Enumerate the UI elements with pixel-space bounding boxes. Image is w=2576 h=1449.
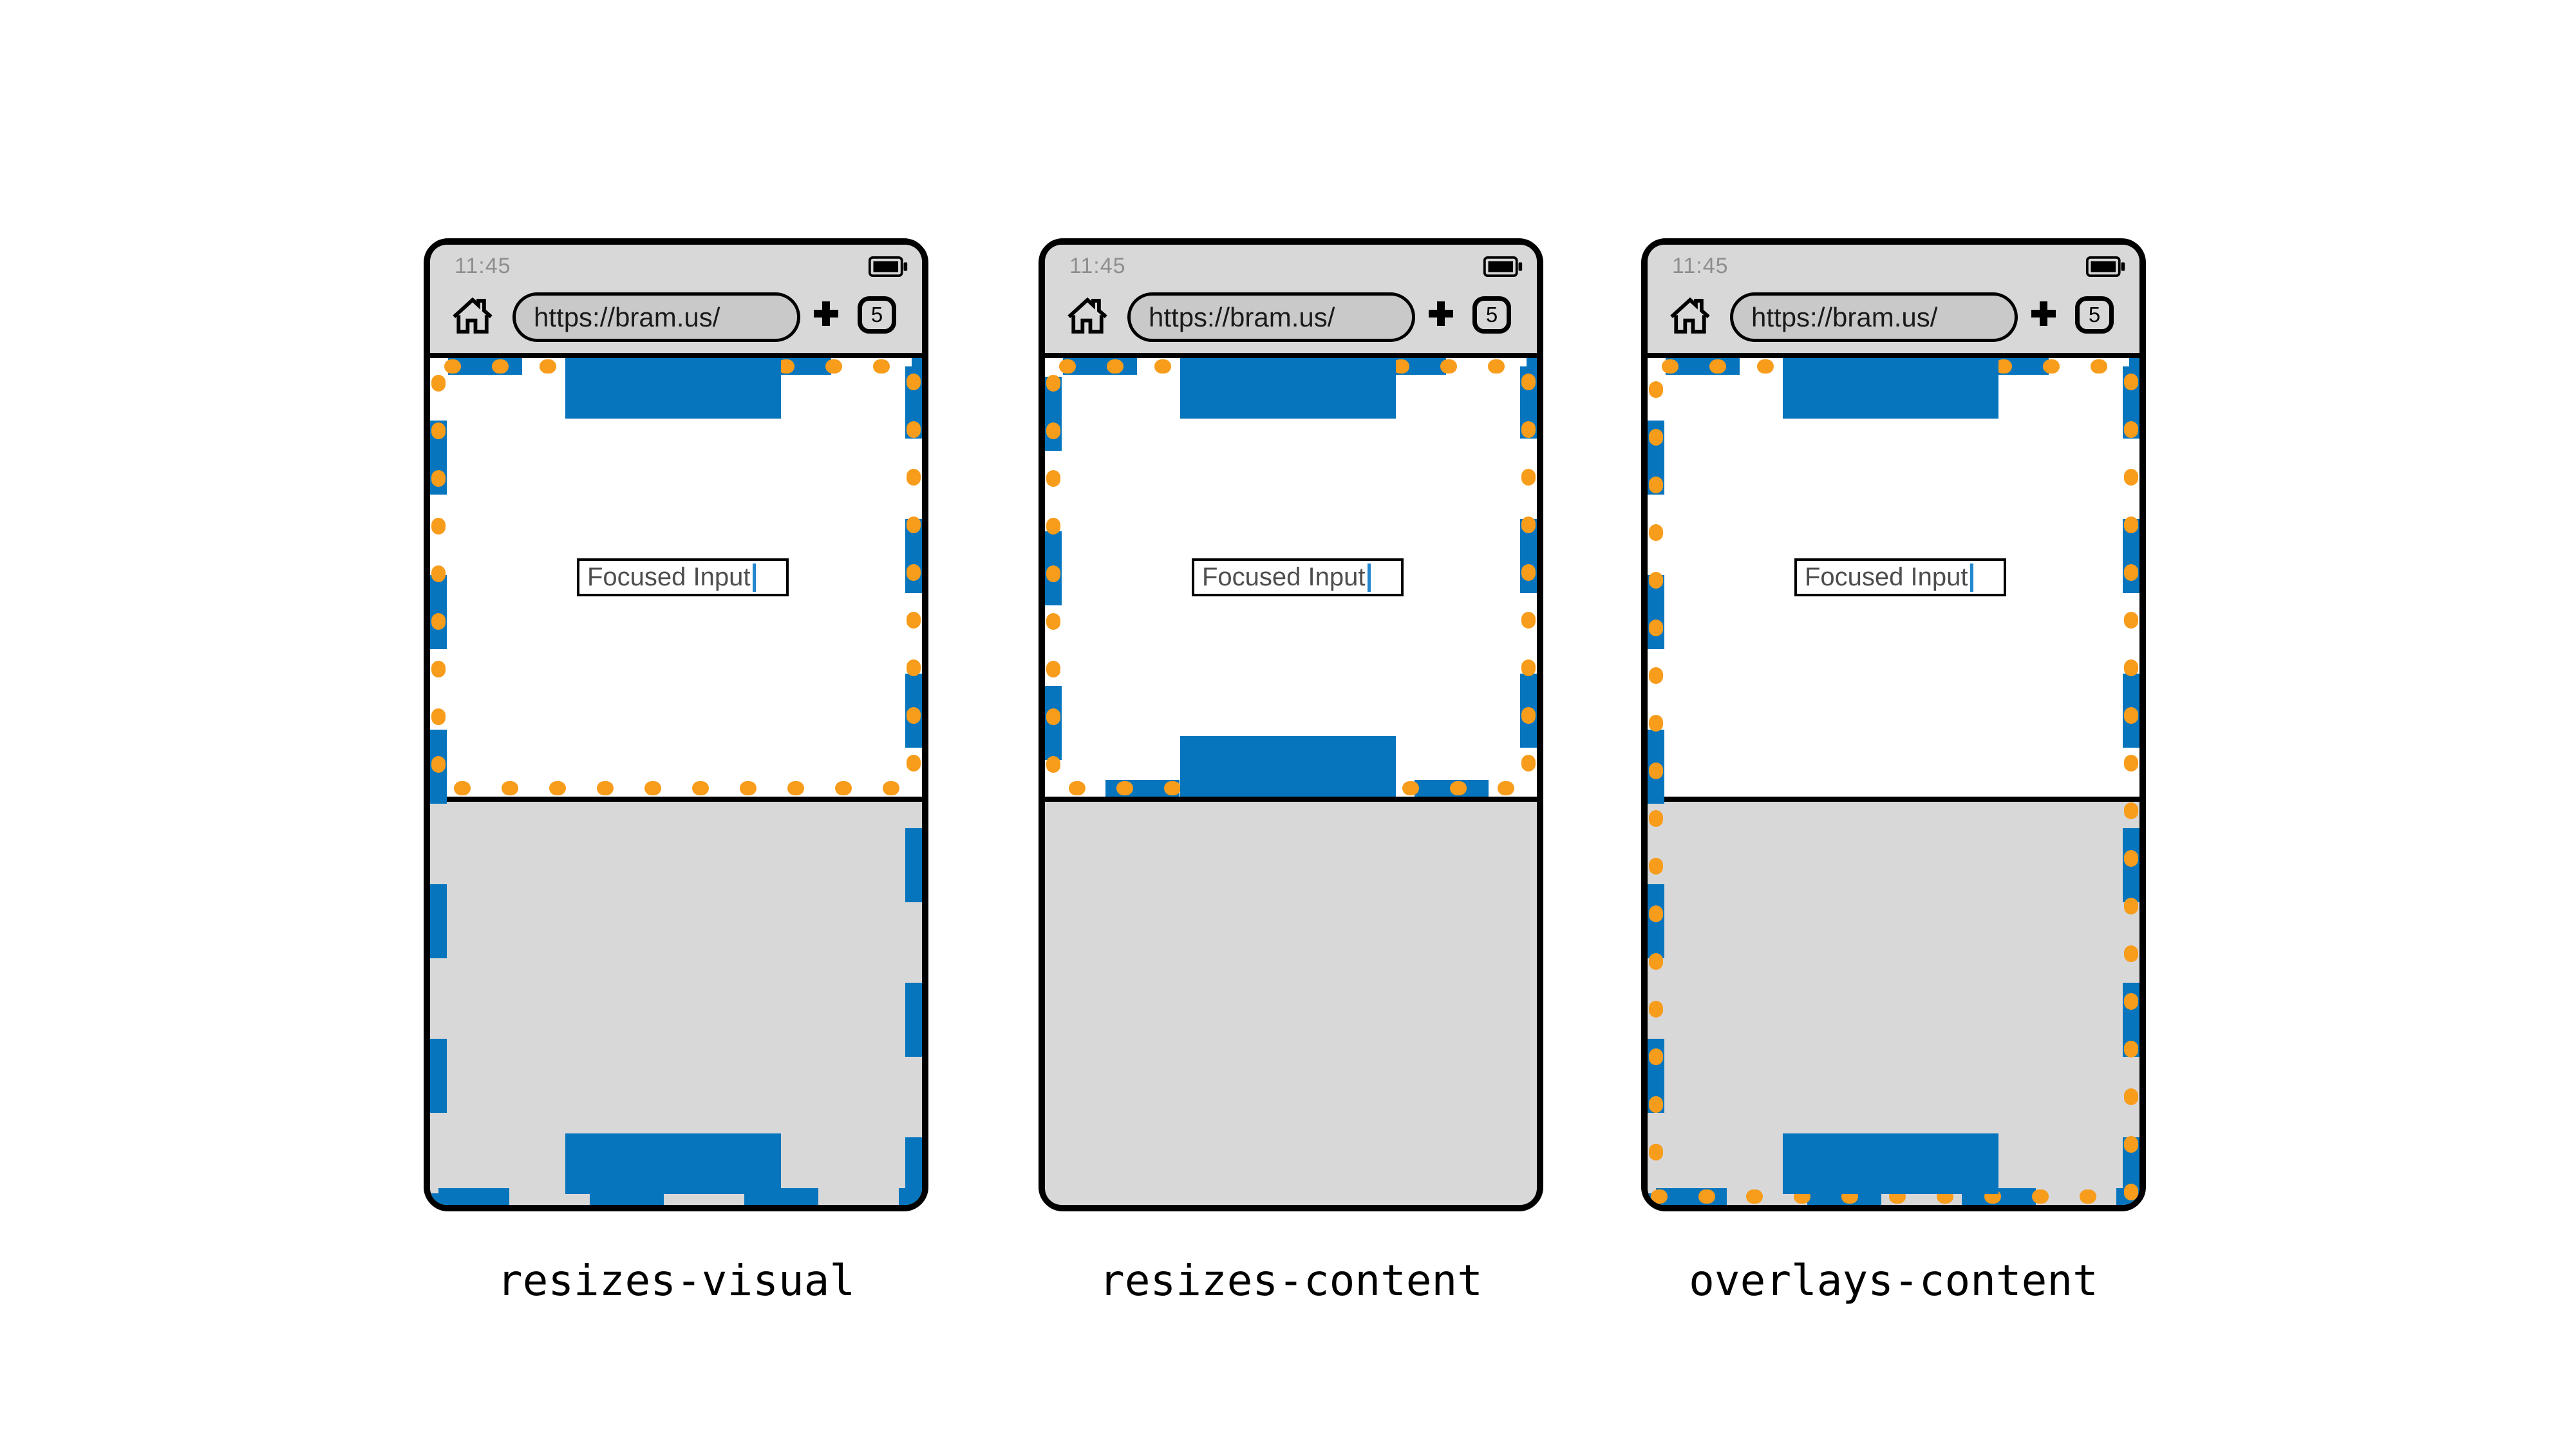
text-caret — [752, 563, 756, 592]
focused-input-field[interactable]: Focused Input — [1192, 558, 1404, 596]
visual-viewport-border — [1046, 359, 1536, 795]
visual-viewport-border — [1649, 359, 2138, 1204]
phone-resizes-visual: Focused Input 11:45 https://bram.us/ — [424, 238, 928, 1211]
browser-chrome: 11:45 https://bram.us/ 5 — [430, 245, 922, 358]
page-header-block — [1783, 358, 1998, 419]
input-value: Focused Input — [587, 563, 751, 591]
phone-resizes-content: Focused Input 11:45 https://bram.us/ — [1039, 238, 1543, 1211]
battery-icon — [2085, 256, 2125, 277]
layout-viewport-border — [1648, 358, 2139, 1205]
status-time: 11:45 — [1672, 254, 1729, 278]
home-button[interactable] — [1067, 294, 1108, 337]
text-caret — [1970, 563, 1973, 592]
tab-counter[interactable]: 5 — [858, 296, 896, 334]
virtual-keyboard-area — [1045, 797, 1537, 1205]
browser-chrome: 11:45 https://bram.us/ 5 — [1045, 245, 1537, 358]
phone-screen: Focused Input 11:45 https://bram.us/ — [1045, 245, 1537, 1205]
tab-count: 5 — [1485, 303, 1498, 327]
battery-icon — [868, 256, 908, 277]
caption-overlays-content: overlays-content — [1689, 1256, 2098, 1305]
tab-count: 5 — [2088, 303, 2101, 327]
url-bar[interactable]: https://bram.us/ — [1730, 292, 2018, 342]
browser-chrome: 11:45 https://bram.us/ 5 — [1648, 245, 2139, 358]
viewport-overlay — [1045, 358, 1537, 797]
focused-input-field[interactable]: Focused Input — [1794, 558, 2006, 596]
url-text: https://bram.us/ — [534, 301, 720, 332]
new-tab-button plus-icon[interactable] — [1427, 300, 1454, 327]
url-bar[interactable]: https://bram.us/ — [512, 292, 800, 342]
phone-screen: Focused Input 11:45 https://bram.us/ — [1648, 245, 2139, 1205]
battery-icon — [1483, 256, 1523, 277]
visual-viewport-border — [431, 359, 921, 795]
status-time: 11:45 — [1069, 254, 1126, 278]
page-header-block — [565, 358, 781, 419]
page-footer-block — [565, 1133, 781, 1194]
caption-resizes-visual: resizes-visual — [496, 1256, 856, 1305]
input-value: Focused Input — [1805, 563, 1968, 591]
phone-overlays-content: Focused Input 11:45 https://bram.us/ — [1641, 238, 2146, 1211]
home-button[interactable] — [452, 294, 493, 337]
url-text: https://bram.us/ — [1751, 301, 1938, 332]
tab-counter[interactable]: 5 — [1472, 296, 1511, 334]
caption-resizes-content: resizes-content — [1098, 1256, 1483, 1305]
home-button[interactable] — [1669, 294, 1711, 337]
page-header-block — [1180, 358, 1396, 419]
viewport-overlay — [430, 358, 922, 1205]
new-tab-button plus-icon[interactable] — [813, 300, 840, 327]
tab-count: 5 — [870, 303, 883, 327]
focused-input-field[interactable]: Focused Input — [577, 558, 789, 596]
url-text: https://bram.us/ — [1149, 301, 1335, 332]
page-footer-block — [1180, 736, 1396, 797]
status-time: 11:45 — [455, 254, 511, 278]
text-caret — [1367, 563, 1371, 592]
url-bar[interactable]: https://bram.us/ — [1127, 292, 1415, 342]
input-value: Focused Input — [1202, 563, 1366, 591]
phone-screen: Focused Input 11:45 https://bram.us/ — [430, 245, 922, 1205]
new-tab-button plus-icon[interactable] — [2030, 300, 2057, 327]
viewport-overlay — [1648, 358, 2139, 1205]
tab-counter[interactable]: 5 — [2075, 296, 2114, 334]
page-footer-block — [1783, 1133, 1998, 1194]
